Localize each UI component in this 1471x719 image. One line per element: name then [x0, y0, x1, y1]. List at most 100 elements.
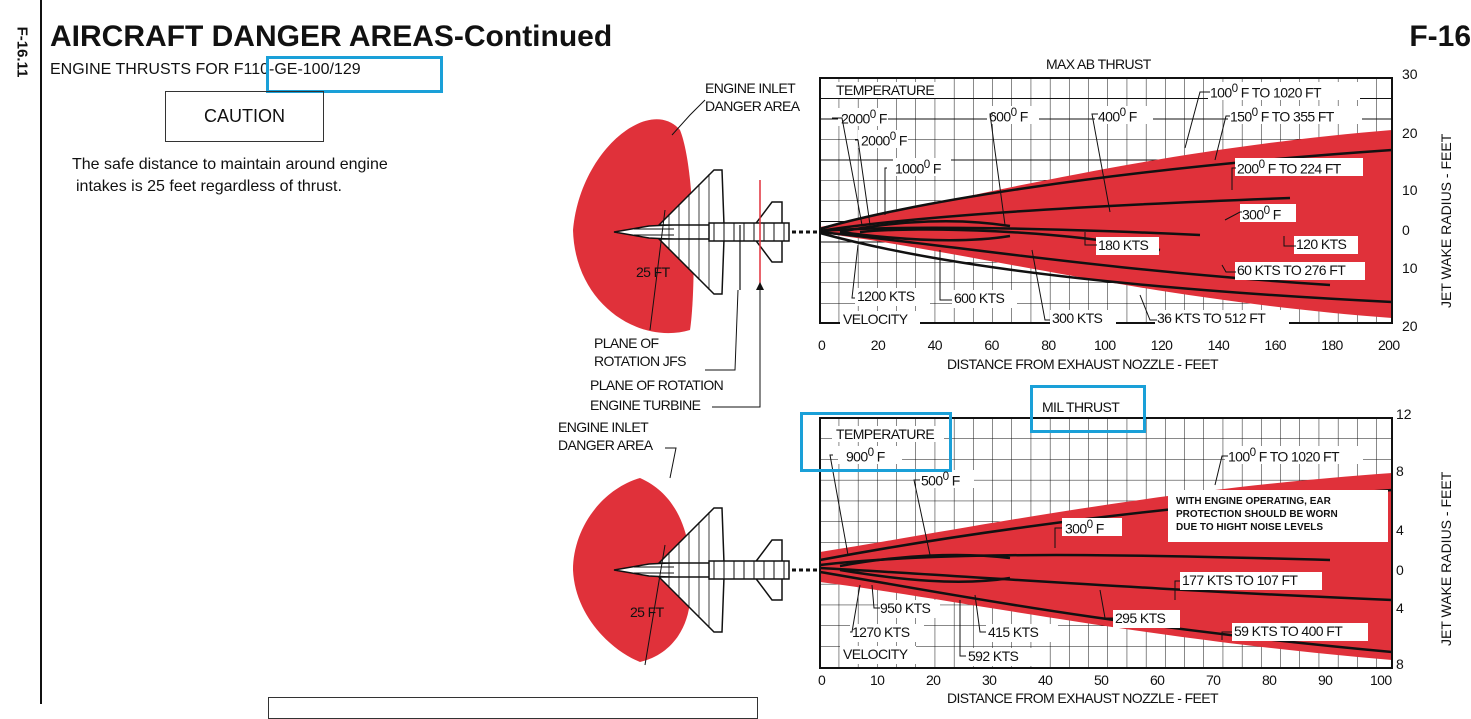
- x-tick-label: 0: [818, 337, 826, 353]
- x-tick-label: 100: [1094, 337, 1116, 353]
- temp-100-bottom: 1000 F TO 1020 FT: [1228, 446, 1340, 465]
- subtitle: ENGINE THRUSTS FOR F110-GE-100/129: [50, 61, 361, 79]
- x-tick-label: 80: [1262, 672, 1277, 688]
- x-tick-label: 20: [870, 337, 886, 353]
- x-tick-label: 200: [1378, 337, 1400, 353]
- y-axis-title-bottom: JET WAKE RADIUS - FEET: [1438, 471, 1454, 646]
- y-axis-title-top: JET WAKE RADIUS - FEET: [1438, 133, 1454, 308]
- inlet-label-bottom-2: DANGER AREA: [558, 437, 653, 453]
- highlight-mil-thrust: [1030, 385, 1146, 433]
- caution-box: CAUTION: [165, 91, 324, 142]
- vel-1200: 1200 KTS: [857, 288, 915, 304]
- y-tick-label: 30: [1402, 66, 1418, 82]
- turbine-label-2: ENGINE TURBINE: [590, 397, 701, 413]
- inlet-label-bottom-1: ENGINE INLET: [558, 419, 649, 435]
- vel-60: 60 KTS TO 276 FT: [1237, 262, 1346, 278]
- temp-300-bottom: 3000 F: [1065, 518, 1104, 537]
- leaders-top: [832, 91, 1296, 321]
- chart-title-bottom: MIL THRUST: [1042, 399, 1120, 415]
- page-title: AIRCRAFT DANGER AREAS-Continued: [50, 20, 613, 53]
- turbine-label-1: PLANE OF ROTATION: [590, 377, 724, 393]
- y-tick-label: 0: [1402, 222, 1410, 238]
- y-tick-label: 20: [1402, 125, 1418, 141]
- vel-950: 950 KTS: [880, 600, 931, 616]
- x-axis-title-top: DISTANCE FROM EXHAUST NOZZLE - FEET: [947, 356, 1219, 372]
- left-margin-rule: [40, 0, 42, 704]
- temp-900: 9000 F: [846, 446, 885, 465]
- temp-150: 1500 F TO 355 FT: [1230, 106, 1334, 125]
- temp-500: 5000 F: [921, 470, 960, 489]
- x-tick-label: 90: [1318, 672, 1333, 688]
- inlet-danger-area-top: [573, 119, 694, 334]
- y-tick-label: 10: [1402, 260, 1418, 276]
- vel-592: 592 KTS: [968, 648, 1019, 664]
- vel-300: 300 KTS: [1052, 310, 1103, 326]
- temp-1000: 10000 F: [895, 158, 942, 177]
- noise-warning-line-1: WITH ENGINE OPERATING, EAR: [1176, 496, 1331, 507]
- y-tick-label: 20: [1402, 318, 1418, 334]
- y-tick-label: 8: [1396, 463, 1404, 479]
- x-tick-label: 60: [1150, 672, 1165, 688]
- temp-400: 4000 F: [1098, 106, 1137, 125]
- inlet-label-top-1: ENGINE INLET: [705, 80, 796, 96]
- x-tick-label: 40: [927, 337, 943, 353]
- vel-36: 36 KTS TO 512 FT: [1157, 310, 1266, 326]
- velocity-label-top: VELOCITY: [843, 311, 908, 327]
- vel-295: 295 KTS: [1115, 610, 1166, 626]
- caution-label: CAUTION: [204, 106, 285, 126]
- temp-2000b: 20000 F: [861, 130, 908, 149]
- temp-100-top: 1000 F TO 1020 FT: [1210, 82, 1322, 101]
- chart-title-top: MAX AB THRUST: [1046, 56, 1151, 72]
- x-tick-label: 0: [818, 672, 826, 688]
- x-tick-label: 50: [1094, 672, 1109, 688]
- noise-warning-line-2: PROTECTION SHOULD BE WORN: [1176, 509, 1338, 520]
- x-tick-label: 140: [1207, 337, 1230, 353]
- noise-warning: WITH ENGINE OPERATING, EAR PROTECTION SH…: [1176, 495, 1338, 534]
- temp-600: 6000 F: [989, 106, 1028, 125]
- y-tick-label: 10: [1402, 182, 1418, 198]
- vel-180: 180 KTS: [1098, 237, 1149, 253]
- engine-model: F110-GE-100/129: [233, 61, 361, 78]
- label-plates-top: [832, 82, 1365, 328]
- y-tick-label: 8: [1396, 656, 1404, 672]
- y-tick-label: 0: [1396, 562, 1404, 578]
- label-plates-bottom: [832, 426, 1388, 666]
- x-tick-label: 60: [984, 337, 999, 353]
- x-tick-label: 10: [870, 672, 885, 688]
- x-tick-label: 70: [1206, 672, 1221, 688]
- vel-415: 415 KTS: [988, 624, 1039, 640]
- x-tick-label: 80: [1041, 337, 1056, 353]
- x-tick-label: 120: [1150, 337, 1173, 353]
- inlet-label-top-2: DANGER AREA: [705, 98, 800, 114]
- temp-200: 2000 F TO 224 FT: [1237, 158, 1341, 177]
- vel-120: 120 KTS: [1296, 236, 1347, 252]
- radius-label-top: 25 FT: [636, 264, 670, 280]
- x-tick-label: 20: [926, 672, 941, 688]
- safety-note-line-2: intakes is 25 feet regardless of thrust.: [76, 178, 342, 195]
- temp-300-top: 3000 F: [1242, 204, 1281, 223]
- danger-area-diagram: [573, 77, 1393, 669]
- vel-59: 59 KTS TO 400 FT: [1234, 623, 1343, 639]
- x-tick-label: 30: [982, 672, 997, 688]
- x-tick-label: 100: [1370, 672, 1392, 688]
- aircraft-model: F-16: [1409, 20, 1471, 53]
- highlight-temperature: [800, 412, 952, 472]
- x-axis-title-bottom: DISTANCE FROM EXHAUST NOZZLE - FEET: [947, 690, 1219, 706]
- subtitle-prefix: ENGINE THRUSTS FOR: [50, 61, 234, 78]
- x-tick-label: 40: [1038, 672, 1053, 688]
- y-tick-label: 4: [1396, 600, 1404, 616]
- y-tick-label: 4: [1396, 522, 1404, 538]
- highlight-engine-model: [266, 56, 443, 93]
- safety-note-line-1: The safe distance to maintain around eng…: [72, 156, 388, 173]
- safety-note: The safe distance to maintain around eng…: [72, 154, 482, 198]
- x-tick-label: 160: [1264, 337, 1286, 353]
- temperature-label-bottom: TEMPERATURE: [836, 426, 935, 442]
- temp-2000a: 20000 F: [841, 108, 888, 127]
- x-tick-label: 180: [1321, 337, 1343, 353]
- noise-warning-line-3: DUE TO HIGHT NOISE LEVELS: [1176, 522, 1324, 533]
- jfs-label-1: PLANE OF: [594, 335, 659, 351]
- y-tick-label: 12: [1396, 406, 1412, 422]
- vel-1270: 1270 KTS: [852, 624, 910, 640]
- vel-600: 600 KTS: [954, 290, 1005, 306]
- jfs-label-2: ROTATION JFS: [594, 353, 686, 369]
